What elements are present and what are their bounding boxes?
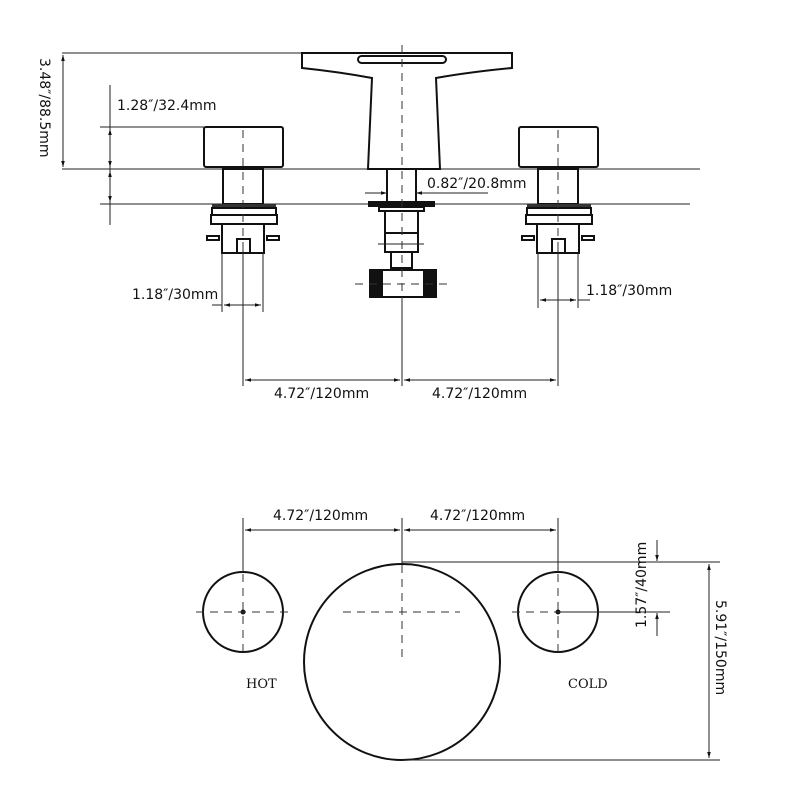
left-stem-dim: 1.18″/30mm — [132, 287, 218, 303]
base-diameter-dim: 5.91″/150mm — [712, 600, 728, 695]
left-spacing-dim: 4.72″/120mm — [274, 386, 369, 402]
total-height-dim: 3.48″/88.5mm — [36, 58, 52, 158]
left-handle — [203, 126, 284, 254]
plan-view: 4.72″/120mm 4.72″/120mm 1.57″/40mm 5.91″… — [196, 508, 728, 761]
right-spacing-dim: 4.72″/120mm — [432, 386, 527, 402]
right-handle — [518, 126, 599, 254]
spout — [301, 52, 513, 298]
plan-right-spacing-dim: 4.72″/120mm — [430, 508, 525, 524]
hot-label: HOT — [246, 677, 277, 692]
plan-left-spacing-dim: 4.72″/120mm — [273, 508, 368, 524]
spout-base-dim: 0.82″/20.8mm — [427, 176, 527, 192]
front-elevation: 3.48″/88.5mm 1.28″/32.4mm 0.82″/20.8mm 1… — [36, 45, 700, 402]
handle-diameter-dim: 1.57″/40mm — [634, 542, 650, 628]
cold-label: COLD — [568, 677, 608, 692]
handle-height-dim: 1.28″/32.4mm — [117, 98, 217, 114]
right-stem-dim: 1.18″/30mm — [586, 283, 672, 299]
